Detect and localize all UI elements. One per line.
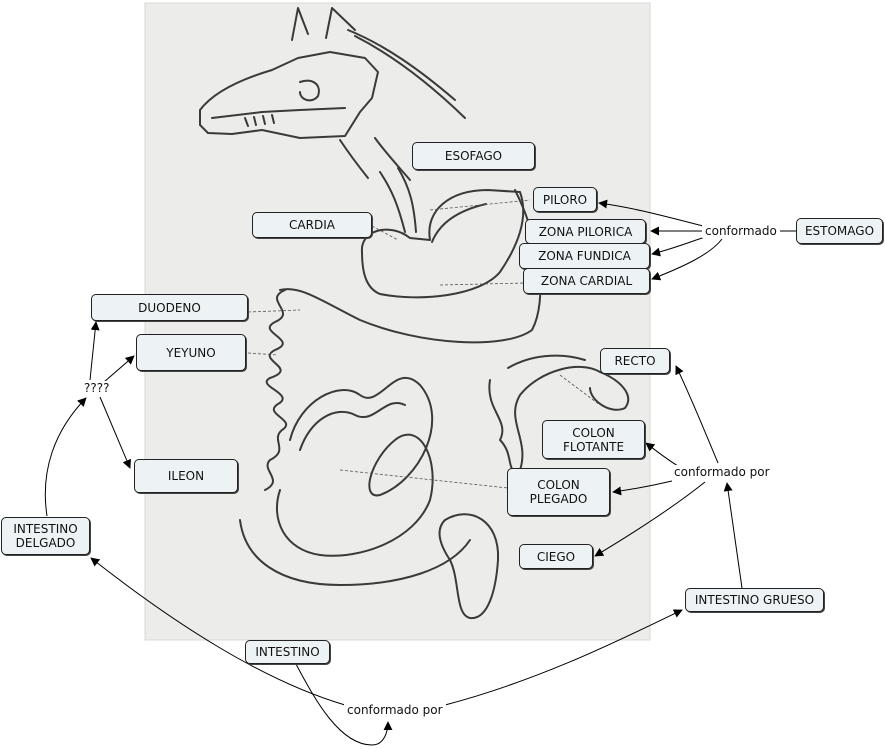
node-intestino-delgado[interactable]: INTESTINO DELGADO [1, 517, 90, 555]
node-esofago[interactable]: ESOFAGO [412, 142, 535, 170]
stomach-fold [431, 203, 487, 243]
stomach-drawing [360, 189, 525, 299]
node-zona-fundica[interactable]: ZONA FUNDICA [519, 243, 650, 269]
colon-drawing [275, 376, 434, 557]
node-ileon[interactable]: ILEON [134, 459, 238, 493]
paper-background [145, 3, 650, 640]
node-yeyuno[interactable]: YEYUNO [136, 334, 246, 371]
node-intestino[interactable]: INTESTINO [245, 640, 330, 664]
node-zona-pilorica[interactable]: ZONA PILORICA [525, 219, 646, 244]
node-zona-cardial[interactable]: ZONA CARDIAL [523, 268, 650, 294]
esophagus-outline [397, 167, 417, 233]
link-delgado-unknown[interactable]: ???? [81, 381, 113, 395]
node-estomago[interactable]: ESTOMAGO [796, 218, 883, 244]
rectum-drawing [488, 365, 630, 472]
link-grueso-conformado-por[interactable]: conformado por [671, 465, 773, 479]
node-recto[interactable]: RECTO [600, 348, 670, 374]
pointer-piloro [429, 199, 531, 211]
paper-edge [144, 2, 651, 641]
small-colon-drawing [507, 354, 586, 369]
esophagus-drawing [379, 171, 406, 233]
node-piloro[interactable]: PILORO [533, 187, 597, 212]
node-cardia[interactable]: CARDIA [252, 212, 372, 238]
pointer-recto [559, 374, 601, 406]
node-duodeno[interactable]: DUODENO [91, 294, 248, 321]
small-intestine-drawing [264, 289, 288, 491]
node-colon-plegado[interactable]: COLON PLEGADO [507, 468, 610, 516]
pointer-yeyuno [247, 352, 279, 356]
node-intestino-grueso[interactable]: INTESTINO GRUESO [685, 588, 824, 612]
link-intestino-conformado-por[interactable]: conformado por [344, 703, 446, 717]
pointer-colon-plegado [339, 469, 509, 489]
node-ciego[interactable]: CIEGO [519, 544, 593, 569]
colon-inner-drawing [299, 402, 406, 451]
horse-head-drawing [199, 7, 466, 181]
pointer-duodeno [247, 309, 301, 313]
pointer-zona-cardial [439, 282, 526, 286]
link-estomago-conformado[interactable]: conformado [702, 224, 780, 238]
node-colon-flotante[interactable]: COLON FLOTANTE [542, 420, 645, 459]
